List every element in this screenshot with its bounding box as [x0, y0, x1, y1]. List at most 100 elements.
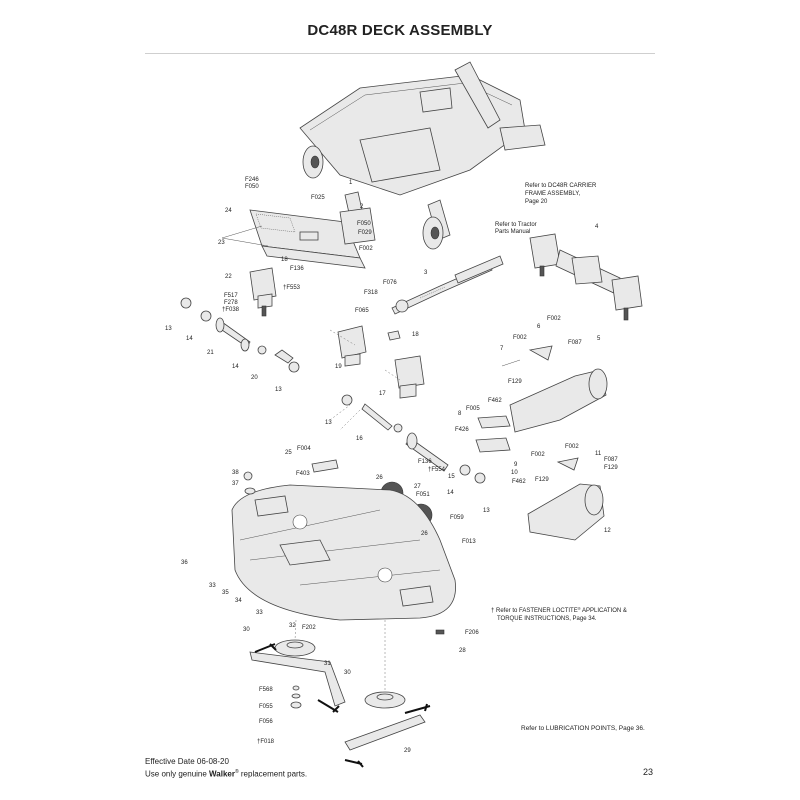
label-F004: F004 — [297, 446, 311, 452]
label-F056: F056 — [259, 719, 273, 725]
label-F002a: F002 — [359, 246, 373, 252]
label-25: 25 — [285, 450, 292, 456]
label-F050b: F050 — [357, 221, 371, 227]
label-F318: F318 — [364, 290, 378, 296]
label-33b: 33 — [256, 610, 263, 616]
label-30b: 30 — [344, 670, 351, 676]
effective-date: Effective Date 06-08-20 — [145, 757, 229, 766]
carrier-note-line1: Refer to DC48R CARRIER — [525, 183, 597, 189]
part-labels: F246 F050 F025 1 2 F050 F029 F002 24 23 … — [165, 177, 618, 754]
label-F462a: F462 — [488, 398, 502, 404]
label-F005: F005 — [466, 406, 480, 412]
label-F051: F051 — [416, 492, 430, 498]
label-31: 31 — [324, 661, 331, 667]
label-F129b: F129 — [604, 465, 618, 471]
gearbox-19 — [337, 325, 367, 367]
tractor-note-line1: Refer to Tractor — [495, 222, 537, 228]
label-F059: F059 — [450, 515, 464, 521]
label-F206: F206 — [465, 630, 479, 636]
label-1: 1 — [349, 180, 353, 186]
label-24: 24 — [225, 208, 232, 214]
label-F055: F055 — [259, 704, 273, 710]
deck-cover — [249, 209, 366, 269]
fastener-note-line1: † Refer to FASTENER LOCTITE® APPLICATION… — [491, 606, 627, 614]
label-F087a: F087 — [568, 340, 582, 346]
label-F246: F246 — [245, 177, 259, 183]
belt-shield — [339, 191, 376, 245]
label-5: 5 — [597, 336, 601, 342]
carrier-frame — [299, 61, 546, 250]
label-F278: F278 — [224, 300, 238, 306]
label-19: 19 — [335, 364, 342, 370]
label-26b: 26 — [421, 531, 428, 537]
label-F568: F568 — [259, 687, 273, 693]
label-33a: 33 — [209, 583, 216, 589]
label-37: 37 — [232, 481, 239, 487]
discharge-chute-12 — [527, 483, 605, 541]
label-38: 38 — [232, 470, 239, 476]
label-6: 6 — [537, 324, 541, 330]
label-18b: 18 — [412, 332, 419, 338]
label-F029: F029 — [358, 230, 372, 236]
label-F554: †F554 — [428, 467, 446, 473]
label-14c: 14 — [447, 490, 454, 496]
label-F553: †F553 — [283, 285, 301, 291]
label-11: 11 — [595, 451, 602, 457]
label-F426: F426 — [455, 427, 469, 433]
label-35: 35 — [222, 590, 229, 596]
gearbox-assembly-right — [529, 233, 643, 321]
reference-notes: Refer to DC48R CARRIER FRAME ASSEMBLY, P… — [491, 183, 627, 622]
label-F002e: F002 — [531, 452, 545, 458]
label-F129c: F129 — [535, 477, 549, 483]
label-13c: 13 — [325, 420, 332, 426]
label-F018: †F018 — [257, 739, 275, 745]
label-28: 28 — [459, 648, 466, 654]
gearbox-left — [249, 267, 277, 317]
label-15: 15 — [448, 474, 455, 480]
label-14a: 14 — [186, 336, 193, 342]
label-14b: 14 — [232, 364, 239, 370]
label-34: 34 — [235, 598, 242, 604]
label-12: 12 — [604, 528, 611, 534]
label-F136a: F136 — [290, 266, 304, 272]
wear-plates — [475, 415, 511, 453]
label-F050: F050 — [245, 184, 259, 190]
label-2: 2 — [360, 204, 364, 210]
footer: Effective Date 06-08-20 Use only genuine… — [145, 756, 307, 780]
gearbox-17 — [387, 330, 425, 399]
drive-shaft — [391, 255, 504, 315]
label-F025: F025 — [311, 195, 325, 201]
lubrication-note: Refer to LUBRICATION POINTS, Page 36. — [521, 725, 645, 732]
label-20: 20 — [251, 375, 258, 381]
center-spindle-parts — [341, 394, 486, 484]
label-F129a: F129 — [508, 379, 522, 385]
label-17: 17 — [379, 391, 386, 397]
carrier-note-line3: Page 20 — [525, 199, 548, 205]
label-13b: 13 — [275, 387, 282, 393]
label-29: 29 — [404, 748, 411, 754]
carrier-note-line2: FRAME ASSEMBLY, — [525, 191, 580, 197]
label-26a: 26 — [376, 475, 383, 481]
label-8: 8 — [458, 411, 462, 417]
label-13a: 13 — [165, 326, 172, 332]
label-3: 3 — [424, 270, 428, 276]
label-F462b: F462 — [512, 479, 526, 485]
label-27: 27 — [414, 484, 421, 490]
left-spindle-parts — [180, 297, 300, 373]
blade-hardware — [290, 629, 445, 709]
label-23: 23 — [218, 240, 225, 246]
label-4: 4 — [595, 224, 599, 230]
label-22: 22 — [225, 274, 232, 280]
alignment-lines — [221, 225, 401, 692]
label-32: 32 — [289, 623, 296, 629]
label-9: 9 — [514, 462, 518, 468]
label-F076: F076 — [383, 280, 397, 286]
brand-name: Walker — [209, 769, 235, 779]
label-F013: F013 — [462, 539, 476, 545]
label-F136b: F136 — [418, 459, 432, 465]
label-30a: 30 — [243, 627, 250, 633]
page-title: DC48R DECK ASSEMBLY — [307, 22, 493, 39]
idler-bracket — [311, 459, 339, 473]
label-13d: 13 — [483, 508, 490, 514]
